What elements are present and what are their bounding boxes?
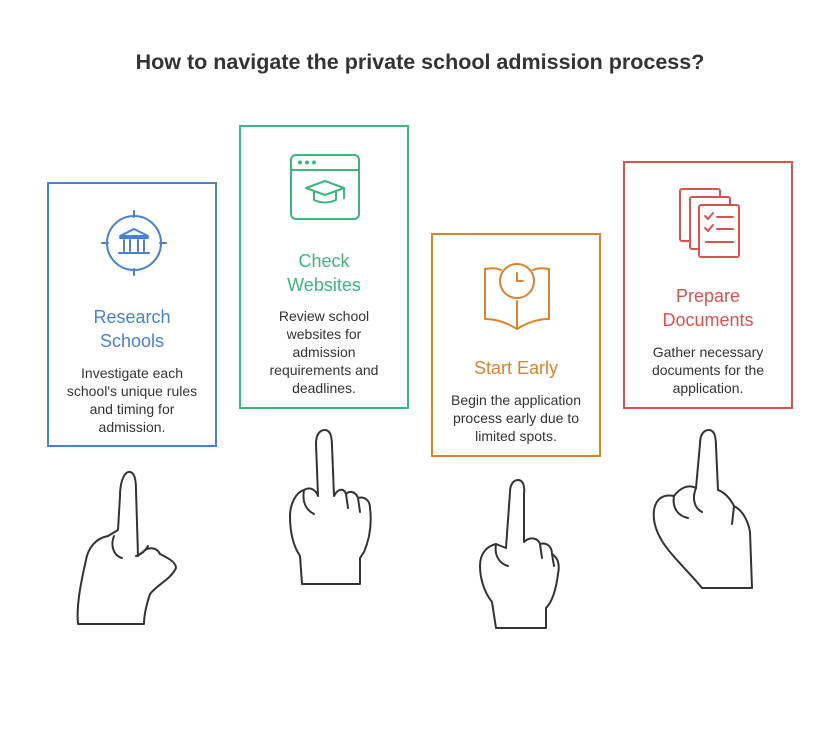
description-line: and timing for bbox=[89, 401, 175, 417]
card-heading: Check Websites bbox=[241, 249, 407, 297]
clock-book-icon bbox=[484, 263, 550, 330]
card-prepare-documents: Prepare Documents Gather necessary docum… bbox=[623, 161, 793, 409]
heading-line: Start Early bbox=[473, 358, 559, 378]
card-research-schools: Research Schools Investigate each school… bbox=[47, 182, 217, 447]
description-line: Gather necessary bbox=[652, 344, 764, 360]
checklist-documents-icon bbox=[679, 188, 740, 258]
heading-line: Schools bbox=[99, 331, 165, 351]
card-description: Gather necessary documents for the appli… bbox=[633, 343, 783, 397]
heading-line: Websites bbox=[287, 275, 361, 295]
pointing-hand-icon bbox=[76, 470, 177, 625]
description-line: admission. bbox=[98, 419, 166, 435]
description-line: school's unique rules bbox=[66, 383, 198, 399]
card-start-early: Start Early Begin the application proces… bbox=[431, 233, 601, 457]
description-line: process early due to bbox=[452, 410, 580, 426]
card-heading: Start Early bbox=[433, 356, 599, 380]
heading-line: Documents bbox=[662, 310, 754, 330]
pointing-hand-icon bbox=[289, 429, 372, 585]
heading-line: Research bbox=[93, 307, 171, 327]
description-line: deadlines. bbox=[292, 380, 356, 396]
heading-line: Check bbox=[298, 251, 350, 271]
institution-target-icon bbox=[101, 210, 167, 276]
card-heading: Research Schools bbox=[49, 305, 215, 353]
browser-graduation-cap-icon bbox=[290, 154, 360, 220]
description-line: Investigate each bbox=[81, 365, 183, 381]
description-line: Review school bbox=[278, 308, 370, 324]
card-check-websites: Check Websites Review school websites fo… bbox=[239, 125, 409, 409]
card-description: Review school websites for admission req… bbox=[249, 307, 399, 397]
card-description: Begin the application process early due … bbox=[441, 391, 591, 445]
pointing-hand-icon bbox=[652, 429, 753, 589]
description-line: Begin the application bbox=[451, 392, 581, 408]
card-heading: Prepare Documents bbox=[625, 284, 791, 332]
description-line: documents for the bbox=[651, 362, 765, 378]
description-line: admission bbox=[292, 344, 356, 360]
description-line: websites for bbox=[286, 326, 362, 342]
description-line: limited spots. bbox=[475, 428, 557, 444]
card-description: Investigate each school's unique rules a… bbox=[57, 364, 207, 436]
heading-line: Prepare bbox=[675, 286, 741, 306]
page-title: How to navigate the private school admis… bbox=[135, 50, 705, 74]
description-line: requirements and bbox=[269, 362, 379, 378]
pointing-hand-icon bbox=[479, 479, 560, 629]
description-line: application. bbox=[672, 380, 744, 396]
